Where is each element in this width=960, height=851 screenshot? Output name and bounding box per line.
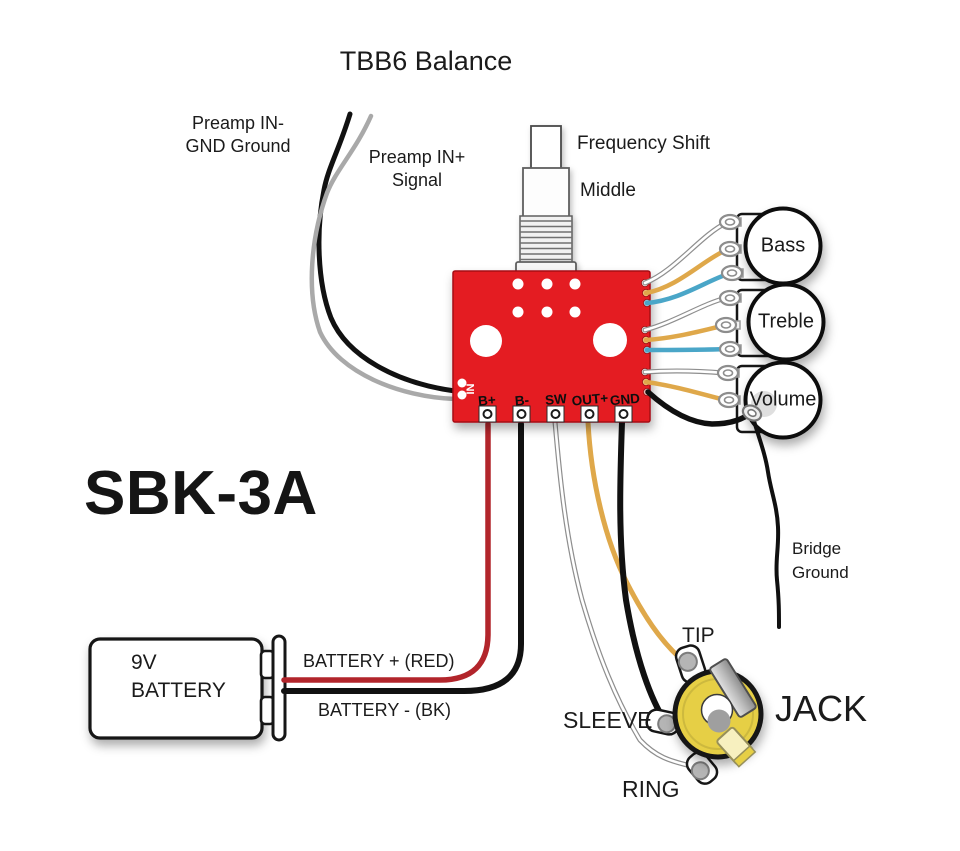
model-label: SBK-3A [84,459,318,528]
wire-out-plus [585,419,690,667]
wire-preamp-in-signal [309,113,458,402]
frequency-shift-label: Frequency Shift [577,133,711,154]
wire-gnd-to-volume [645,389,754,427]
board-holes [457,278,627,400]
battery-positive-label: BATTERY + (RED) [303,651,455,671]
jack-sleeve-label: SLEEVE [563,707,653,733]
wire-gnd [617,419,669,726]
jack-label: JACK [775,688,868,729]
wire-battery-negative [281,421,524,694]
jack-ring-label: RING [622,776,680,802]
balance-pot-shaft-icon [515,125,577,274]
treble-knob [746,282,826,362]
diagram-title: TBB6 Balance [339,46,513,76]
pad-label-out-plus: OUT+ [571,390,609,409]
bass-knob-label: Bass [760,234,806,257]
pot-wires [642,220,731,403]
jack-prong-tip [707,709,731,733]
preamp-in-plus-label: Preamp IN+ Signal [368,147,466,190]
jack-prong [709,658,757,718]
jack-tip-label: TIP [682,624,715,647]
wire-preamp-in-gnd [316,111,458,394]
pad-label-b-minus: B- [514,392,530,409]
bridge-ground-label: Bridge Ground [792,539,849,582]
volume-knob-label: Volume [749,388,817,411]
jack-spring-contact [716,726,757,768]
volume-knob [743,360,823,440]
pad-label-b-plus: B+ [477,392,497,409]
pad-label-gnd: GND [609,390,641,409]
middle-label: Middle [580,180,636,201]
board-bottom-pads [478,405,633,423]
wire-bridge-ground [750,412,781,629]
battery-icon [88,634,287,742]
treble-knob-label: Treble [758,310,814,333]
pad-label-in: IN [465,383,478,395]
wire-battery-positive [281,421,491,683]
pad-label-sw: SW [544,391,568,408]
battery-label: 9V BATTERY [131,651,226,702]
preamp-in-minus-label: Preamp IN- GND Ground [185,113,291,156]
jack-icon [645,644,764,785]
pcb-board [452,270,652,423]
jack-ring-lug [685,751,719,785]
wire-sw [552,419,694,769]
battery-negative-label: BATTERY - (BK) [318,700,452,720]
volume-ground-lug [741,404,763,422]
